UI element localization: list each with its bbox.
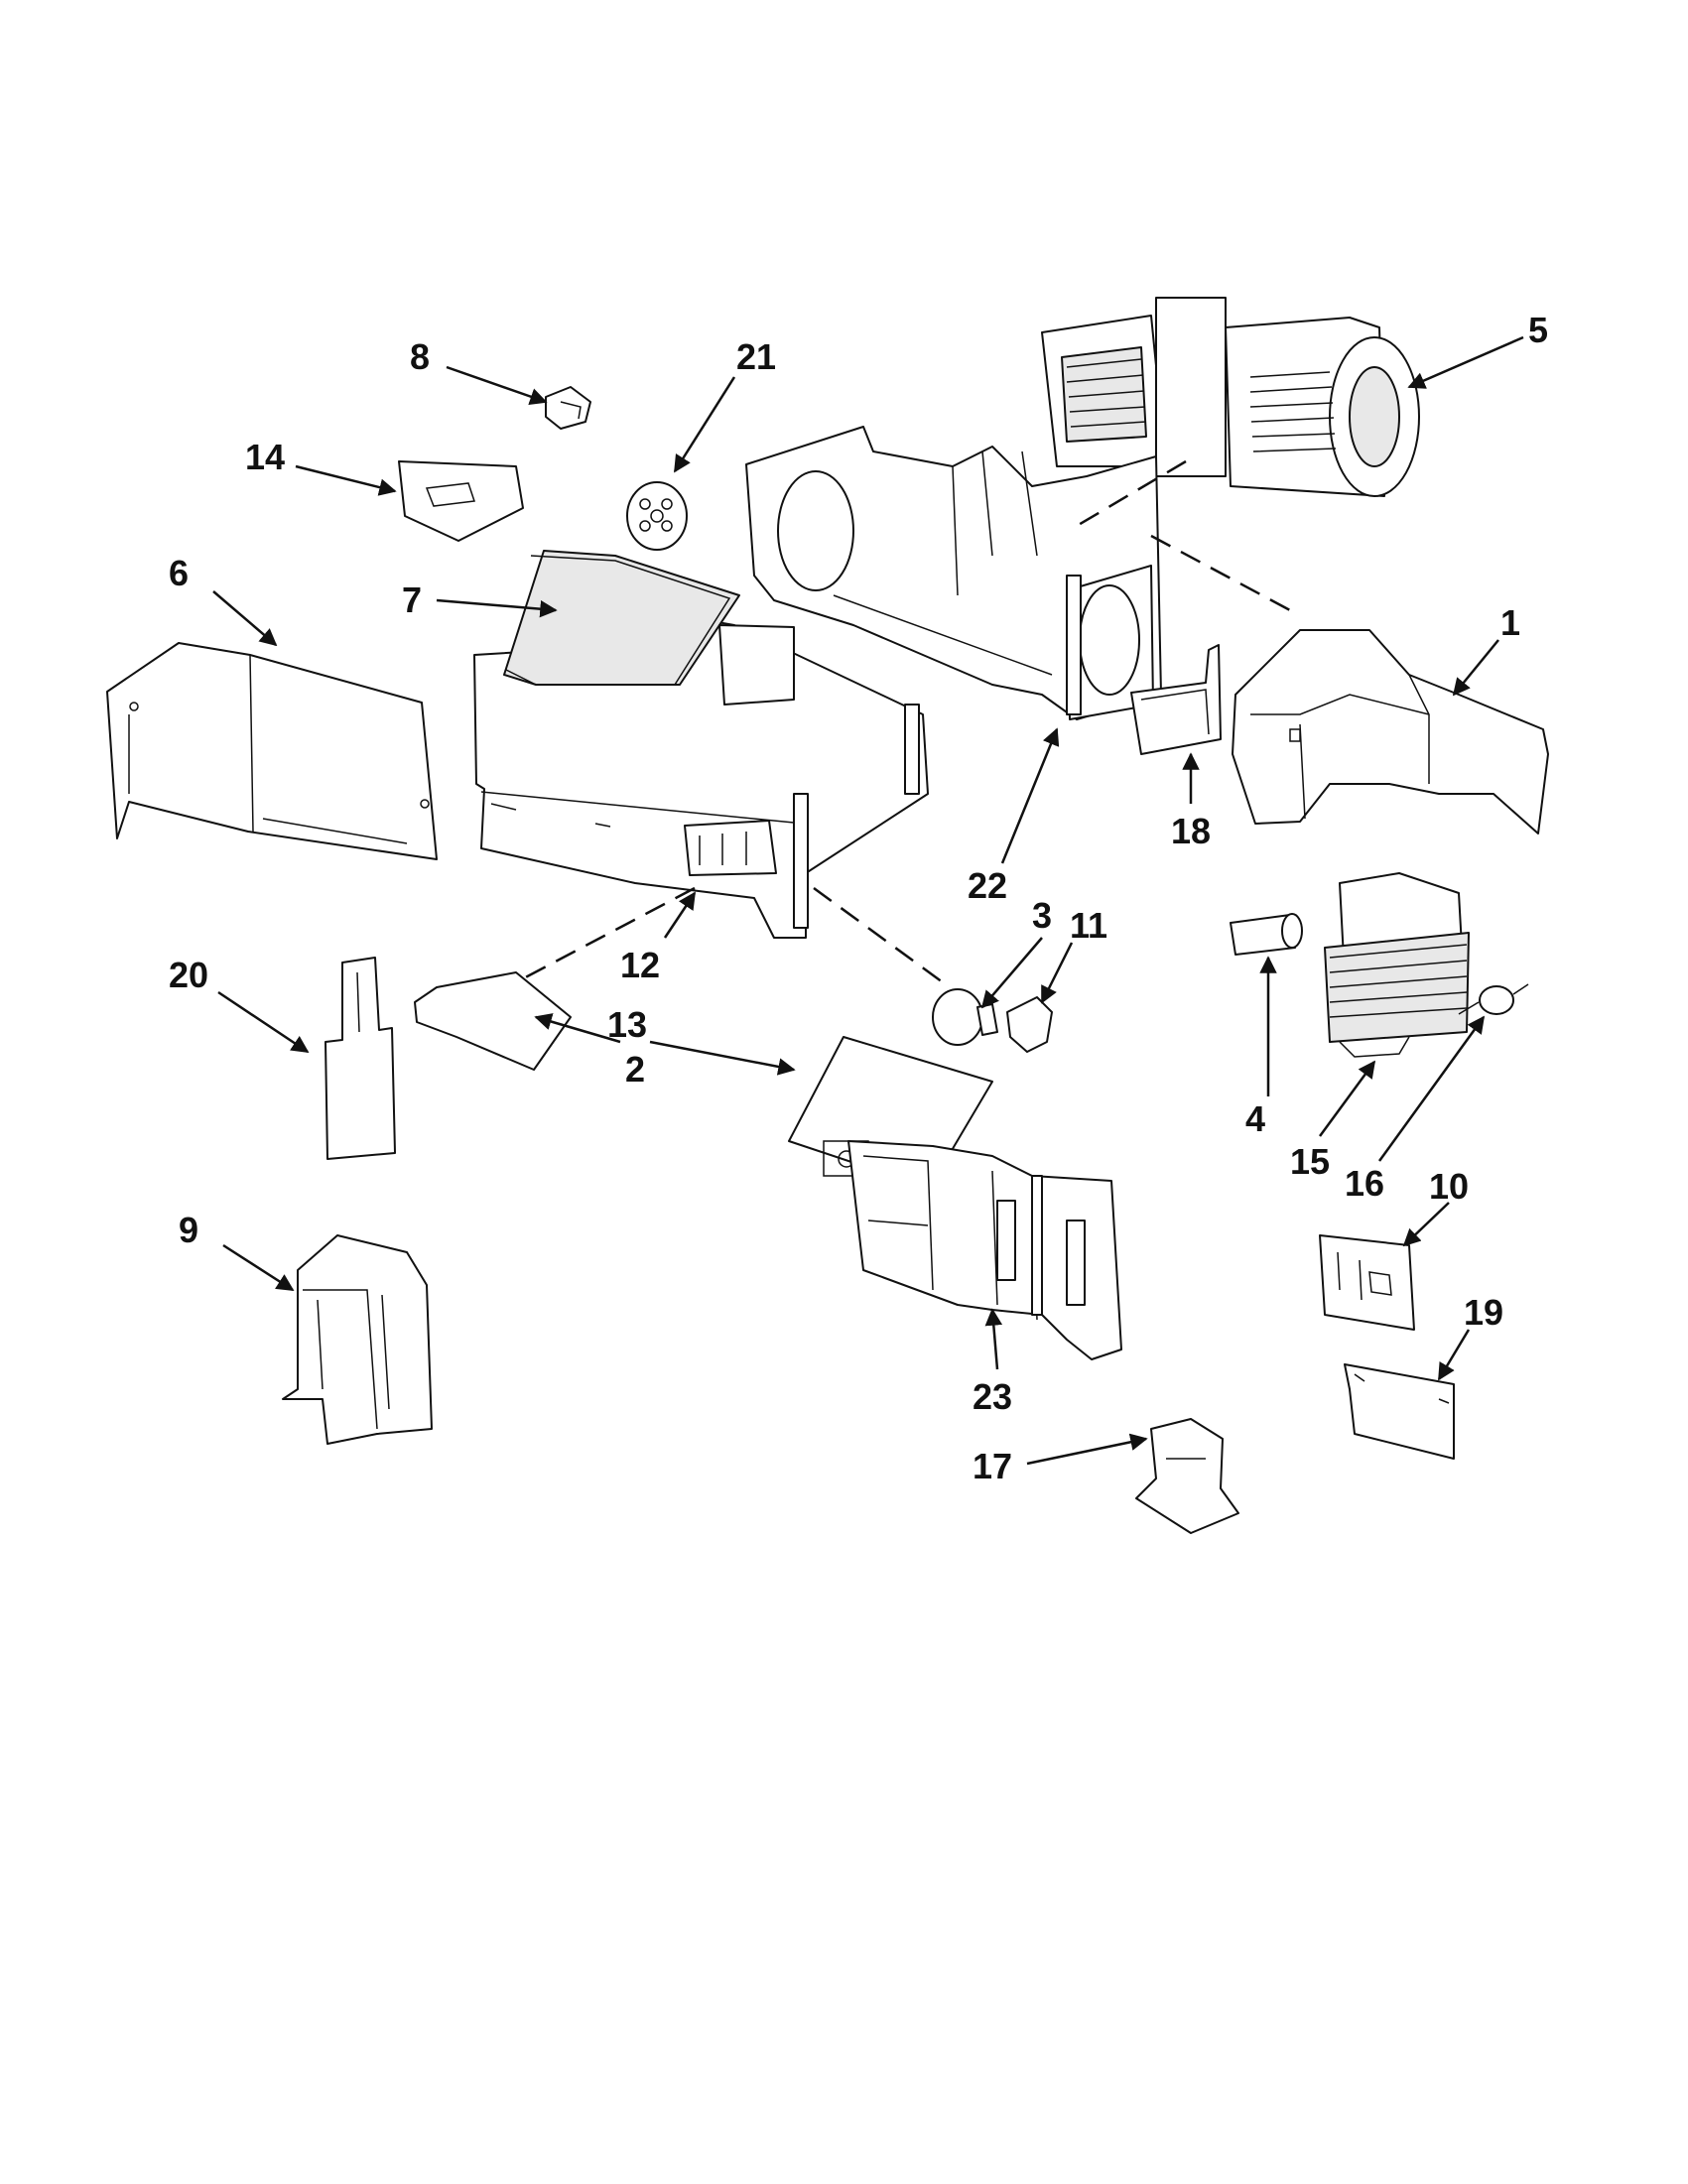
callout-2: 2	[625, 1049, 645, 1090]
part-6-side-panel	[106, 642, 438, 860]
part-21-fan-motor	[626, 481, 688, 551]
part-17-vent	[1135, 1418, 1239, 1534]
callout-labels: 5 8 21 14 6 7 1 18 22 3 11 12 20 13 2 4 …	[169, 310, 1548, 1486]
part-10-control-board	[1319, 1234, 1415, 1331]
part-7-12-base-frame	[473, 550, 929, 939]
callout-15: 15	[1290, 1141, 1330, 1182]
callout-23: 23	[973, 1376, 1012, 1417]
callout-8: 8	[410, 336, 430, 377]
leader-lines	[212, 335, 1524, 1466]
callout-5: 5	[1528, 310, 1548, 350]
callout-9: 9	[179, 1210, 198, 1250]
callout-13: 13	[607, 1004, 647, 1045]
callout-11: 11	[1070, 905, 1107, 946]
callout-7: 7	[402, 579, 422, 620]
part-1-duct-cover	[1232, 629, 1549, 835]
callout-6: 6	[169, 553, 189, 593]
callout-16: 16	[1345, 1163, 1384, 1204]
part-8-switch	[545, 386, 591, 430]
part-14-plate	[398, 460, 524, 542]
part-16-thermal-cutout	[1458, 983, 1529, 1015]
callout-21: 21	[736, 336, 776, 377]
part-15-transformer	[1324, 872, 1470, 1058]
part-3-lamp	[932, 988, 998, 1046]
part-4-capacitor	[1230, 913, 1303, 956]
part-18-plate	[1130, 644, 1222, 755]
callout-12: 12	[620, 945, 660, 985]
part-2-cover-plate	[414, 971, 572, 1071]
assembly-lines	[515, 459, 1291, 984]
callout-19: 19	[1464, 1292, 1503, 1333]
callout-18: 18	[1171, 811, 1211, 851]
callout-14: 14	[245, 437, 285, 477]
part-11-lamp-socket	[1006, 996, 1053, 1053]
callout-4: 4	[1245, 1098, 1265, 1139]
callout-1: 1	[1500, 602, 1520, 643]
callout-3: 3	[1032, 895, 1052, 936]
callout-10: 10	[1429, 1166, 1469, 1207]
part-19-shield-plate	[1344, 1363, 1455, 1460]
callout-20: 20	[169, 955, 208, 995]
part-20-bracket	[325, 957, 396, 1160]
part-9-bracket-box	[282, 1234, 433, 1445]
part-23-door-frame	[847, 1140, 1122, 1360]
callout-22: 22	[968, 865, 1007, 906]
part-5-blower-assembly	[1041, 297, 1420, 497]
callout-17: 17	[973, 1446, 1012, 1486]
